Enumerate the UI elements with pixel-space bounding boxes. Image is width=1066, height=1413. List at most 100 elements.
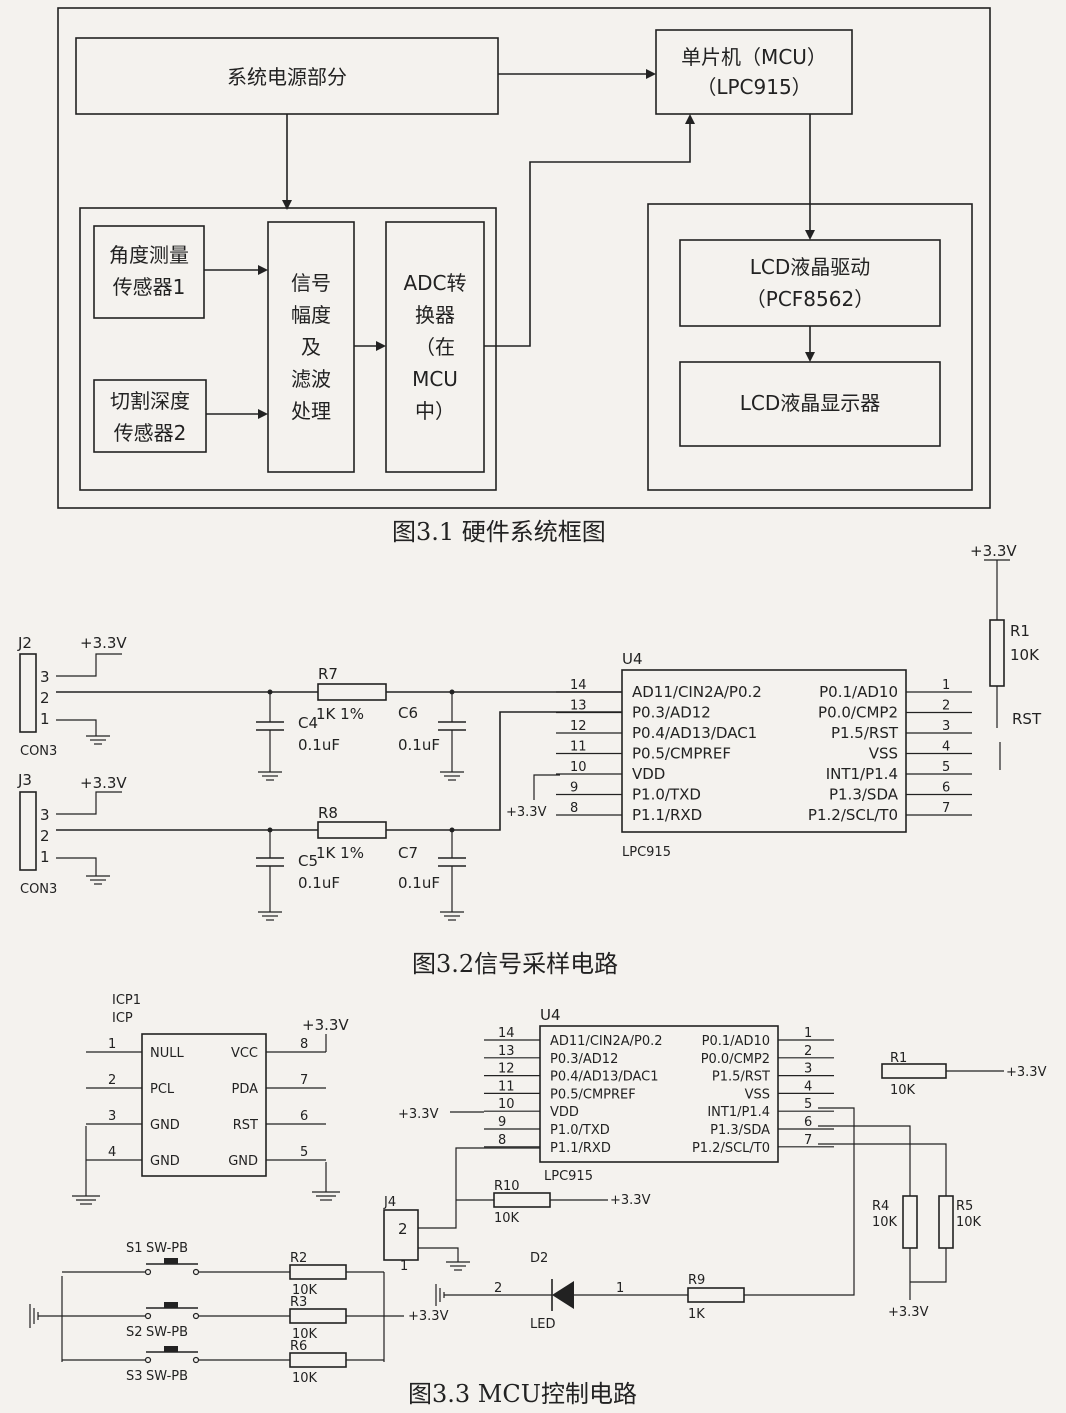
c4-label: C4 [298,714,318,732]
r9-resistor [687,1287,745,1303]
rst-label: RST [1012,710,1042,728]
u4-right-pin-name: P1.3/SDA [829,786,899,804]
switch-ground-symbol [29,1304,39,1328]
u4b-right-pin-name: P1.3/SDA [710,1123,770,1138]
j3-pin1: 1 [40,848,50,866]
j3-vcc: +3.3V [80,774,127,792]
u4b-left-pin-name: AD11/CIN2A/P0.2 [550,1034,663,1049]
c7-value: 0.1uF [398,874,440,892]
u4-left-pin-name: AD11/CIN2A/P0.2 [632,683,762,701]
u4b-right-pin-num: 3 [804,1062,812,1077]
u4b-left-pin-num: 13 [498,1044,515,1059]
lcd-driver-label-1: LCD液晶驱动 [750,255,871,279]
icp-left-pin-num: 1 [108,1037,116,1052]
lcd-driver-label-2: （PCF8562） [746,287,874,311]
switch-contact [144,1356,152,1364]
j3-pin3: 3 [40,806,50,824]
r5-wire-bottom [910,1248,947,1283]
arrow-adc-mcu [484,124,691,347]
switch-resistor-label: R3 [290,1295,307,1310]
u4-right-pin-name: INT1/P1.4 [826,765,898,783]
switch-resistor [289,1264,347,1280]
r1-label: R1 [1010,622,1030,640]
sensor2-label-2: 传感器2 [114,421,187,445]
u4-right-pin-name: VSS [869,745,898,763]
u4b-right-pin-name: INT1/P1.4 [707,1105,770,1120]
r1-vcc: +3.3V [970,542,1017,560]
u4-right-pin-num: 2 [942,699,950,714]
switch-resistor-value: 10K [292,1327,318,1342]
u4b-left-pin-name: VDD [550,1105,579,1120]
switch-contact [192,1268,200,1276]
arrowhead-power-sensors [282,200,292,210]
lcd-driver-block [679,239,941,327]
c6-ground-symbol [440,771,464,781]
c4-ground-symbol [258,771,282,781]
icp-vcc: +3.3V [302,1016,349,1034]
r9-wire [744,1107,855,1296]
mcu-label-1: 单片机（MCU） [681,45,827,69]
fig3-mcu-control: ICP1 ICP 1NULL8VCC2PCL7PDA3GND6RST4GND5G… [29,993,1047,1408]
u4-right-pin-name: P1.5/RST [831,724,899,742]
c4-value: 0.1uF [298,736,340,754]
sensor2-block [93,379,207,453]
u4b-left-pin-num: 12 [498,1062,515,1077]
j2-connector [19,653,37,733]
j2-label: J2 [17,634,32,652]
icp-right-pin-name: GND [228,1154,258,1169]
sensor1-label-1: 角度测量 [109,243,189,267]
power-label: 系统电源部分 [227,65,347,89]
u4-right-pin-num: 4 [942,740,950,755]
u4b-left-pin-num: 10 [498,1097,515,1112]
j4-ground-symbol [446,1261,470,1271]
switch-resistor [289,1308,347,1324]
r1-value: 10K [1010,646,1040,664]
u4-left-pin-name: P0.3/AD12 [632,704,711,722]
c7-label: C7 [398,844,418,862]
u4b-left-pin-num: 9 [498,1115,506,1130]
u4-right-pin-name: P1.2/SCL/T0 [808,806,898,824]
j2-vcc: +3.3V [80,634,127,652]
u4b-part: LPC915 [544,1169,593,1184]
u4-left-pin-num: 8 [570,801,578,816]
u4b-right-pin-num: 5 [804,1097,812,1112]
r9-label: R9 [688,1273,705,1288]
j4-pin1: 1 [400,1259,408,1274]
u4-chip [621,669,907,833]
u4-left-pin-num: 11 [570,740,587,755]
u4b-right-pin-num: 2 [804,1044,812,1059]
arrowhead-sig-adc [376,341,386,351]
fig1-caption: 图3.1 硬件系统框图 [392,518,606,546]
arrowhead-adc-mcu [685,114,695,124]
r10-value: 10K [494,1211,520,1226]
u4b-pins: 14AD11/CIN2A/P0.21P0.1/AD1013P0.3/AD122P… [484,1026,834,1156]
u4b-left-pin-num: 11 [498,1079,515,1094]
j4-gnd-wire [418,1247,459,1262]
r8-value: 1K 1% [316,844,364,862]
u4-left-pin-num: 14 [570,678,587,693]
j3-vcc-wire [56,791,122,815]
j3-type: CON3 [20,882,57,897]
adc-label-4: 中） [415,399,455,423]
u4-left-pin-num: 13 [570,699,587,714]
u4-left-pin-num: 12 [570,719,587,734]
r4-wire-top [818,1125,911,1196]
icp1-label: ICP1 [112,993,141,1008]
u4b-right-pin-num: 6 [804,1115,812,1130]
icp-left-pin-name: PCL [150,1082,175,1097]
u4b-right-pin-name: P1.5/RST [712,1070,770,1085]
arrowhead-power-mcu [646,69,656,79]
led-pin2: 2 [494,1281,502,1296]
switch-type: SW-PB [146,1369,188,1384]
u4b-right-pin-num: 4 [804,1079,812,1094]
j2-pin3: 3 [40,668,50,686]
arrowhead-s2-sig [258,409,268,419]
j4-pin2: 2 [398,1220,408,1238]
sensor2-label-1: 切割深度 [110,389,190,413]
u4b-left-pin-num: 14 [498,1026,515,1041]
u4b-right-pin-name: P0.1/AD10 [702,1034,770,1049]
sig-label-0: 信号 [291,271,331,295]
fig3-caption: 图3.3 MCU控制电路 [408,1380,637,1408]
j2-type: CON3 [20,744,57,759]
